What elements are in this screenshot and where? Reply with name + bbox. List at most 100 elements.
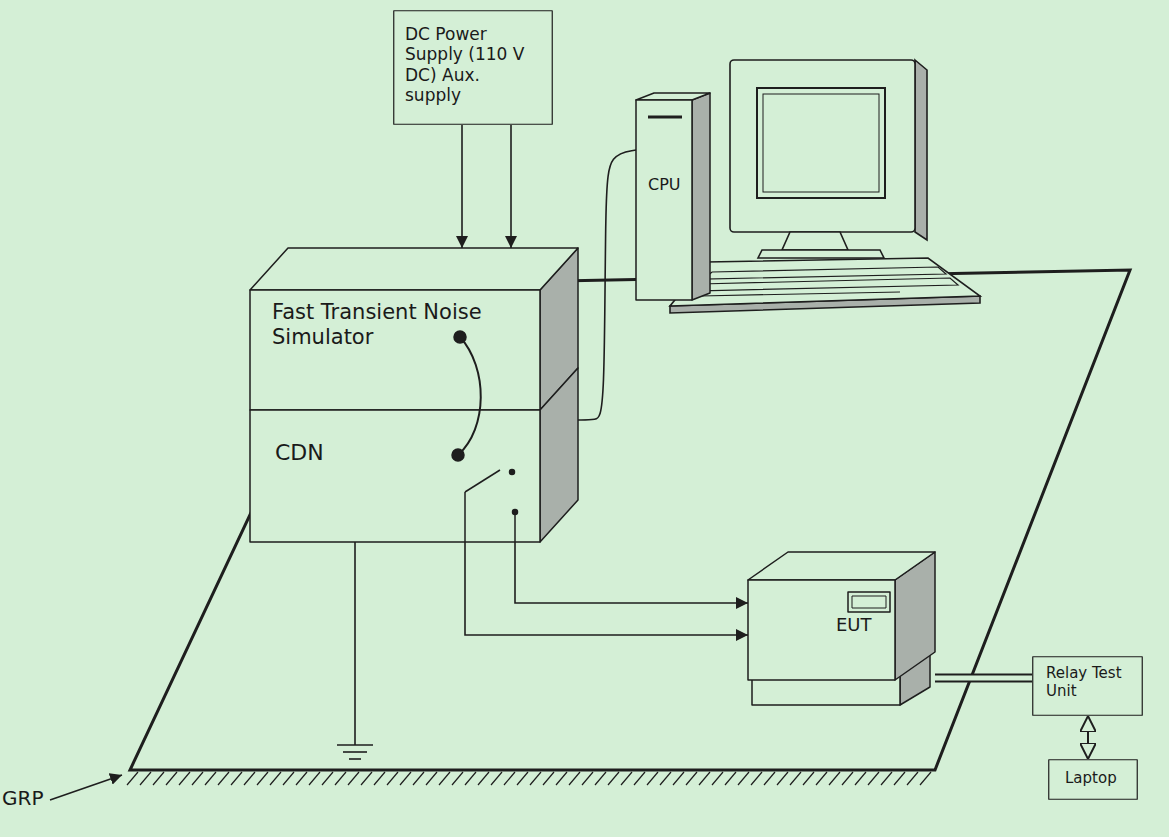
- drawing-part: [782, 232, 848, 250]
- hatch-stroke: [686, 772, 697, 785]
- hatch-stroke: [751, 772, 762, 785]
- hatch-stroke: [309, 772, 320, 785]
- hatch-stroke: [543, 772, 554, 785]
- box-border: [1049, 760, 1138, 800]
- hatch-stroke: [439, 772, 450, 785]
- grp-leader-arrow: [50, 775, 122, 800]
- connector-line: [465, 542, 748, 635]
- hatch-stroke: [595, 772, 606, 785]
- hatch-stroke: [387, 772, 398, 785]
- eut-box: EUT: [748, 552, 935, 705]
- hatch-stroke: [569, 772, 580, 785]
- coupling-wire: [458, 337, 481, 455]
- top-face: [748, 552, 935, 580]
- hatch-stroke: [179, 772, 190, 785]
- hatch-stroke: [322, 772, 333, 785]
- hatch-stroke: [348, 772, 359, 785]
- connector-line: [1087, 716, 1089, 759]
- hatch-stroke: [413, 772, 424, 785]
- hatch-stroke: [673, 772, 684, 785]
- drawing-part: [757, 88, 885, 198]
- hatch-stroke: [764, 772, 775, 785]
- hatch-stroke: [699, 772, 710, 785]
- drawing-part: [349, 758, 361, 760]
- hatch-stroke: [205, 772, 216, 785]
- connector: [578, 150, 636, 420]
- output-stub: [464, 492, 466, 542]
- drawing-part: [250, 331, 578, 542]
- monitor: [730, 60, 927, 258]
- drawing-part: [700, 292, 900, 296]
- drawing-part: [354, 542, 356, 745]
- drawing-part: [730, 60, 915, 232]
- display-inner: [852, 596, 886, 608]
- front-face: [636, 100, 692, 300]
- hatch-stroke: [907, 772, 918, 785]
- hatch-stroke: [777, 772, 788, 785]
- hatch-stroke: [153, 772, 164, 785]
- connector-line: [578, 150, 636, 420]
- hatch-stroke: [621, 772, 632, 785]
- drawing-part: [462, 125, 1088, 759]
- cable-outer: [935, 674, 1032, 683]
- drawing-part: [763, 94, 879, 192]
- hatch-stroke: [127, 772, 138, 785]
- box-label: EUT: [836, 614, 886, 636]
- hatch-stroke: [582, 772, 593, 785]
- hatch-stroke: [816, 772, 827, 785]
- hatch-stroke: [374, 772, 385, 785]
- switch-contact: [510, 470, 515, 475]
- connector: [511, 125, 512, 248]
- hatch-stroke: [712, 772, 723, 785]
- hatch-stroke: [530, 772, 541, 785]
- box-label: CDN: [275, 440, 395, 466]
- connector-line: [510, 125, 512, 248]
- cpu-tower: CPU: [636, 93, 710, 300]
- front-face: [250, 410, 540, 542]
- hatch-stroke: [426, 772, 437, 785]
- hatch-stroke: [244, 772, 255, 785]
- hatch-stroke: [166, 772, 177, 785]
- hatch-stroke: [257, 772, 268, 785]
- connector-line: [515, 542, 748, 603]
- connector: [1088, 716, 1089, 759]
- hatch-stroke: [491, 772, 502, 785]
- drawing-part: [915, 60, 927, 240]
- relay-test-unit-box: Relay Test Unit: [1032, 656, 1143, 716]
- hatch-stroke: [296, 772, 307, 785]
- box-border: [1033, 657, 1143, 716]
- drawing-part: [704, 267, 946, 279]
- plane-label: GRP: [2, 786, 43, 810]
- terminal-dot: [452, 449, 464, 461]
- hatch-stroke: [608, 772, 619, 785]
- keyboard: [670, 258, 980, 313]
- hatch-stroke: [842, 772, 853, 785]
- hatch-stroke: [738, 772, 749, 785]
- drive-slot: [648, 116, 682, 119]
- hatch-stroke: [452, 772, 463, 785]
- box-label: DC Power Supply (110 V DC) Aux. supply: [405, 24, 533, 106]
- connector: [515, 542, 748, 603]
- connector-line: [461, 125, 463, 248]
- hatch-stroke: [556, 772, 567, 785]
- drawing-part: [250, 248, 578, 410]
- hatch-stroke: [504, 772, 515, 785]
- hatch-stroke: [803, 772, 814, 785]
- connector: [462, 125, 463, 248]
- drawing-part: [636, 93, 710, 300]
- box-label: Laptop: [1065, 769, 1127, 787]
- hatch-stroke: [855, 772, 866, 785]
- hatch-stroke: [400, 772, 411, 785]
- ground-hatching: [127, 772, 931, 785]
- label-holder: GRP: [2, 786, 43, 810]
- laptop-box: Laptop: [1048, 759, 1138, 800]
- hatch-stroke: [517, 772, 528, 785]
- hatch-stroke: [634, 772, 645, 785]
- hatch-stroke: [868, 772, 879, 785]
- front-face: [250, 290, 540, 410]
- drawing-part: [692, 278, 958, 291]
